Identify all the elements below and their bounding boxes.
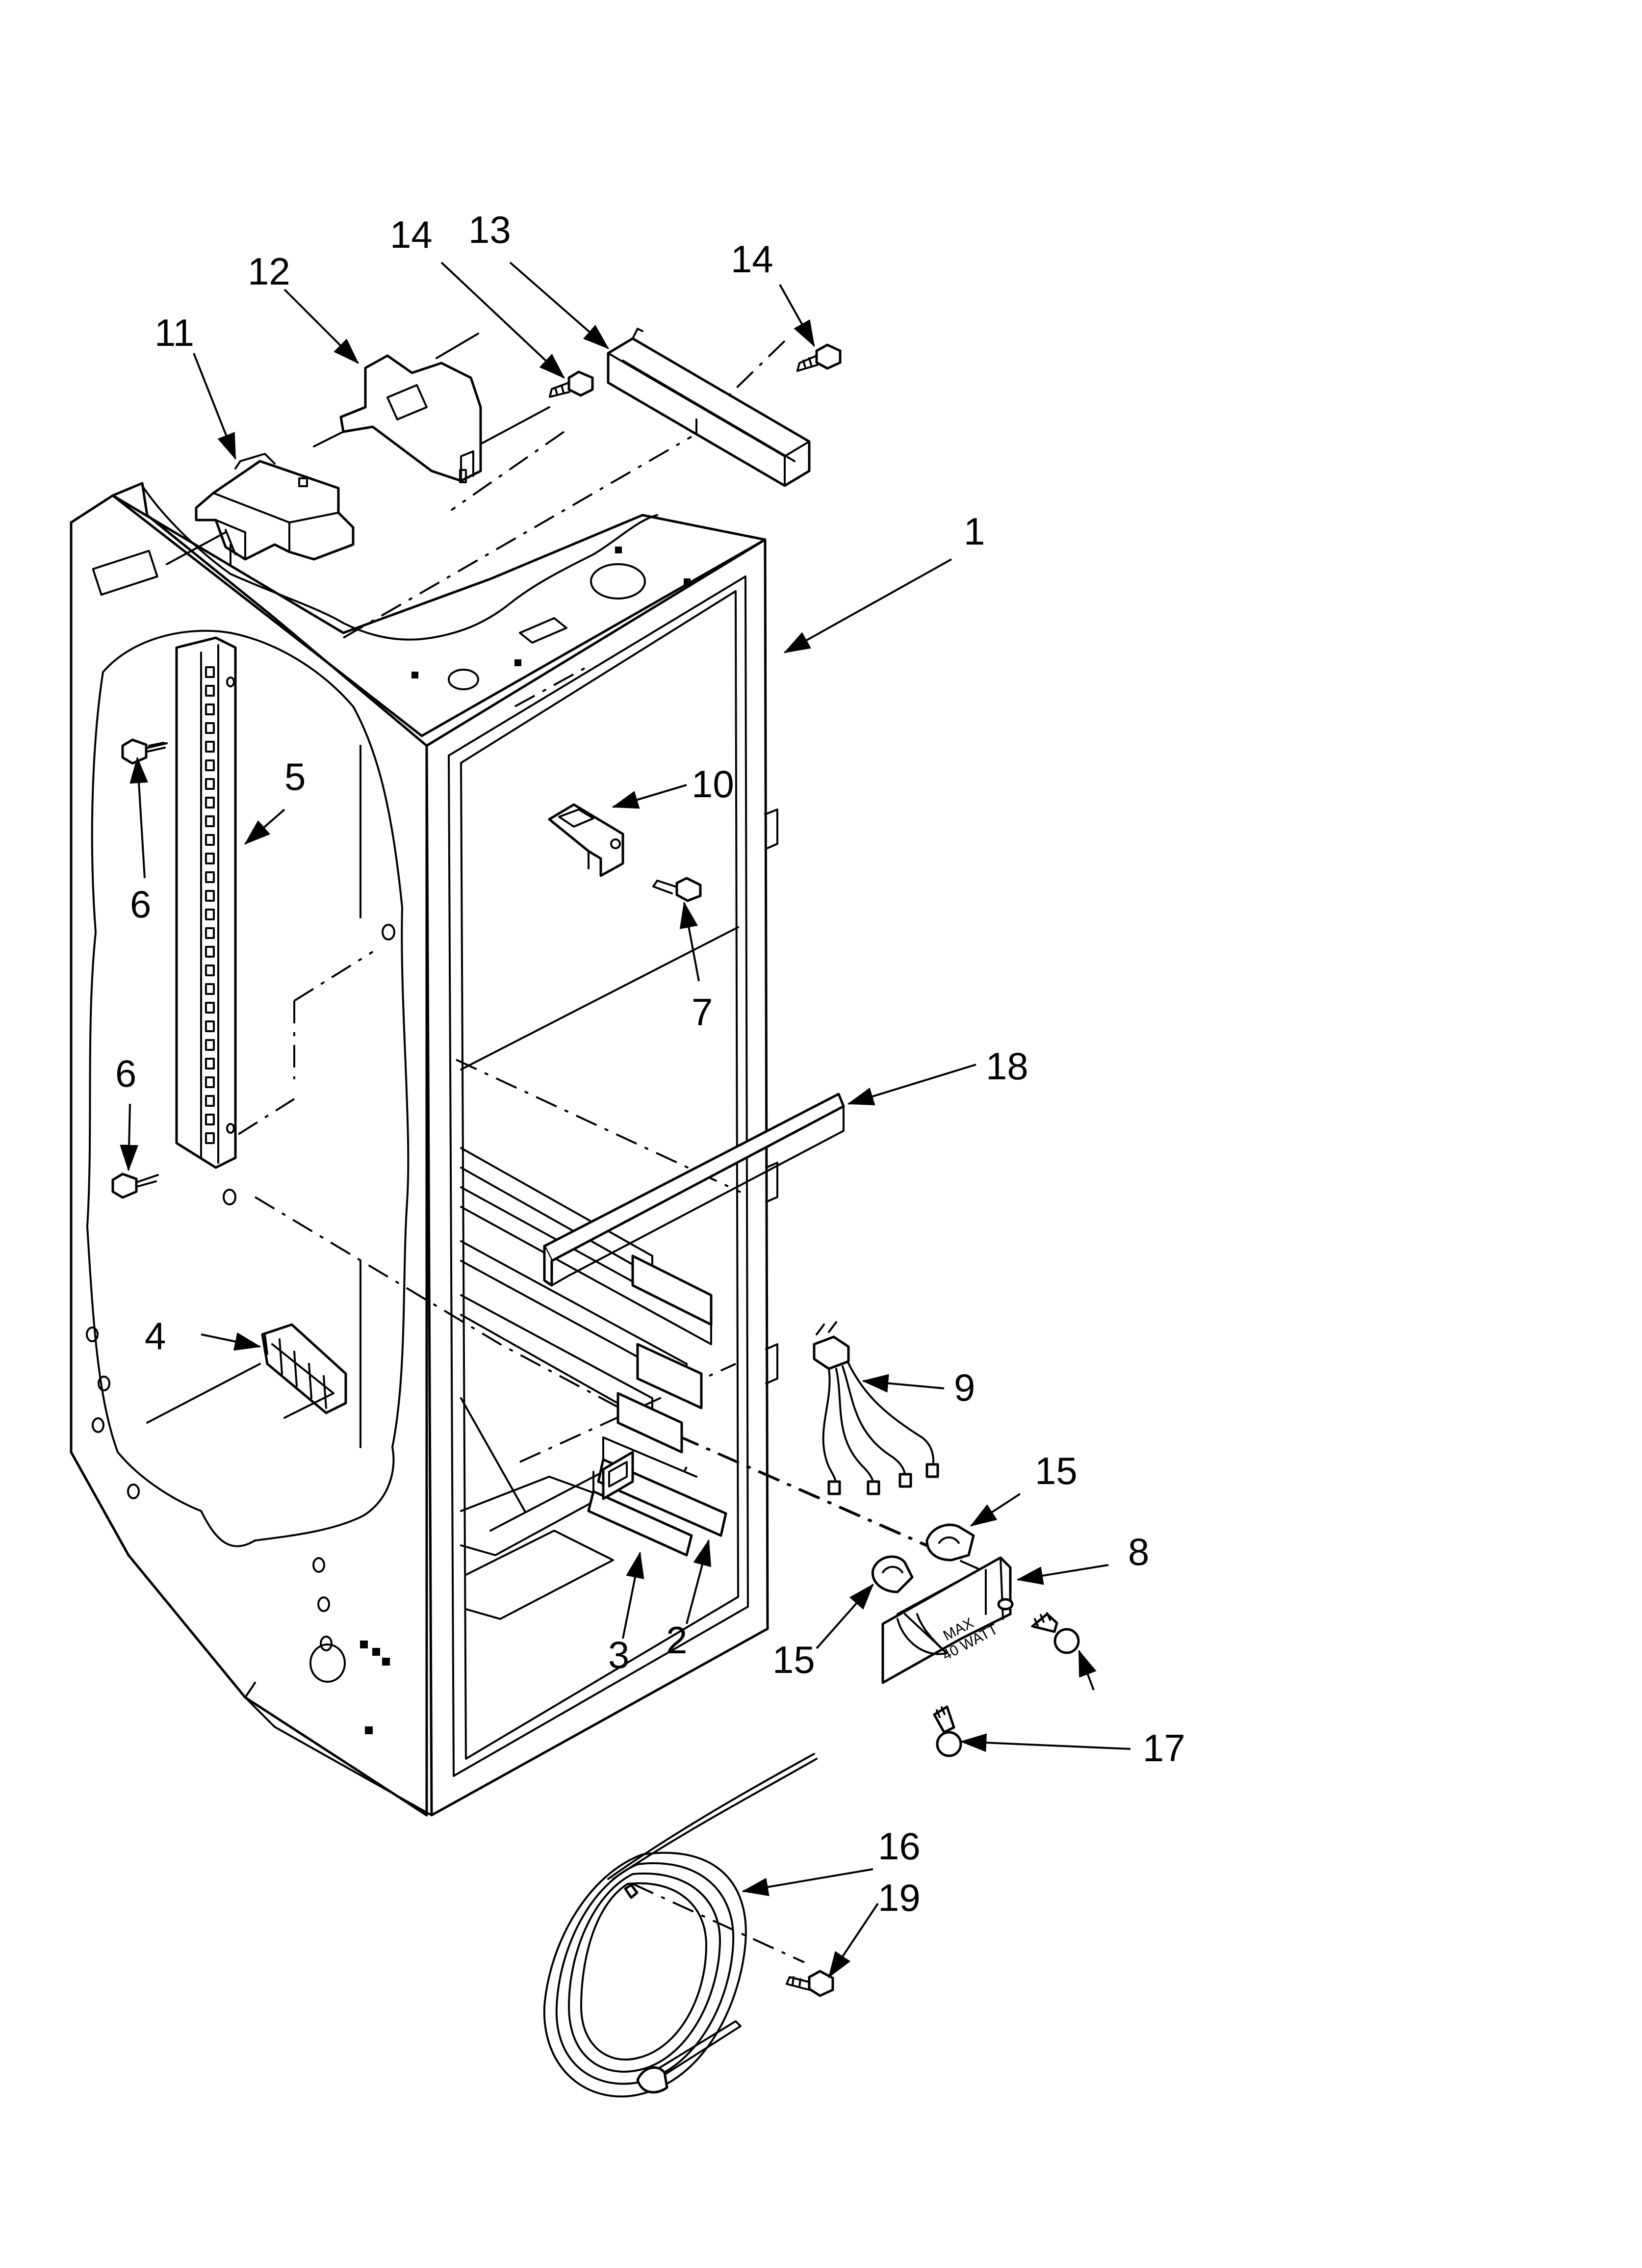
clip-part-15-lower bbox=[871, 1555, 914, 1593]
ladder-slot bbox=[205, 927, 215, 939]
callout-2: 2 bbox=[666, 1618, 687, 1662]
ladder-slot bbox=[205, 1076, 215, 1088]
ladder-slot bbox=[205, 1095, 215, 1107]
callout-18: 18 bbox=[986, 1044, 1028, 1088]
ladder-slot bbox=[205, 1039, 215, 1051]
callout-16: 16 bbox=[878, 1825, 921, 1868]
grille-guide-line bbox=[146, 1363, 261, 1424]
tubing-coil-part-16 bbox=[543, 1753, 818, 2098]
callout-7: 7 bbox=[692, 991, 713, 1034]
ladder-slot bbox=[205, 1132, 215, 1144]
callout-1: 1 bbox=[964, 510, 985, 553]
callout-12: 12 bbox=[248, 250, 290, 293]
crossbar-part-18 bbox=[543, 1093, 845, 1287]
bracket-part-10 bbox=[548, 803, 624, 877]
screw-part-14-right bbox=[796, 343, 842, 372]
callout-14b: 14 bbox=[731, 237, 773, 281]
ladder-slot bbox=[205, 704, 215, 715]
screw-part-19 bbox=[786, 1970, 834, 1997]
ladder-slot bbox=[205, 722, 215, 734]
callout-5: 5 bbox=[284, 755, 306, 798]
callout-13: 13 bbox=[468, 208, 511, 251]
ladder-slot bbox=[205, 1002, 215, 1014]
callout-6b: 6 bbox=[115, 1052, 136, 1095]
ladder-slot bbox=[205, 685, 215, 697]
push-pin-part-17-upper bbox=[1031, 1612, 1080, 1654]
ladder-slot bbox=[205, 815, 215, 827]
bracket-part-3 bbox=[587, 1471, 693, 1557]
wire-harness-part-9 bbox=[813, 1321, 939, 1495]
top-rail-part-13 bbox=[607, 328, 811, 487]
ladder-slot bbox=[205, 1058, 215, 1069]
callout-3: 3 bbox=[608, 1633, 629, 1676]
callout-15a: 15 bbox=[1035, 1449, 1078, 1492]
screw-part-14-left bbox=[549, 370, 594, 398]
housing-leader-line bbox=[166, 531, 227, 565]
ladder-slot bbox=[205, 759, 215, 771]
ladder-slot bbox=[205, 983, 215, 995]
callout-9: 9 bbox=[954, 1366, 975, 1409]
switch-opening bbox=[602, 1451, 634, 1500]
ladder-slot bbox=[205, 853, 215, 864]
ladder-slot bbox=[205, 834, 215, 846]
clip-part-15-upper bbox=[925, 1523, 975, 1562]
ladder-slot bbox=[205, 666, 215, 678]
callout-19: 19 bbox=[878, 1876, 921, 1919]
ladder-slot bbox=[205, 946, 215, 958]
ladder-slot bbox=[205, 871, 215, 883]
callout-17: 17 bbox=[1143, 1726, 1185, 1770]
ladder-slot bbox=[205, 909, 215, 920]
shelf-ladder-hole-lower bbox=[223, 1189, 236, 1205]
refrigerator-liner bbox=[70, 482, 778, 1817]
callout-6a: 6 bbox=[130, 883, 151, 926]
housing-part-11 bbox=[195, 453, 355, 565]
ladder-slot bbox=[205, 890, 215, 902]
callout-8: 8 bbox=[1128, 1530, 1149, 1573]
ladder-slot bbox=[205, 778, 215, 790]
liner-shelf-rails bbox=[460, 1147, 713, 1454]
bracket-part-12 bbox=[313, 333, 550, 483]
ladder-slot bbox=[205, 741, 215, 753]
ladder-slot bbox=[205, 797, 215, 808]
callout-4: 4 bbox=[145, 1314, 166, 1357]
grille-guide-line-2 bbox=[283, 1392, 334, 1419]
callout-leaders bbox=[120, 261, 1131, 1979]
ladder-slot bbox=[205, 965, 215, 976]
callout-14a: 14 bbox=[390, 213, 433, 256]
callout-labels: 1 2 3 4 5 6 6 7 8 9 10 11 12 13 14 14 15… bbox=[115, 208, 1185, 1919]
shelf-ladder-part-5 bbox=[175, 636, 237, 1169]
screw-part-7 bbox=[652, 877, 702, 902]
light-socket-part-8: MAX 40 WATT bbox=[881, 1556, 1014, 1684]
liner-holes bbox=[86, 1327, 390, 1734]
ladder-slot bbox=[205, 1020, 215, 1032]
callout-15b: 15 bbox=[772, 1638, 815, 1681]
ladder-slot bbox=[205, 1114, 215, 1125]
grille-part-4 bbox=[261, 1323, 347, 1414]
screw-part-6-lower bbox=[111, 1173, 159, 1199]
liner-top-details bbox=[92, 547, 691, 690]
shelf-ladder-hole-upper bbox=[382, 924, 395, 940]
callout-11: 11 bbox=[154, 311, 194, 354]
push-pin-part-17-lower bbox=[933, 1705, 962, 1757]
callout-10: 10 bbox=[692, 762, 734, 806]
